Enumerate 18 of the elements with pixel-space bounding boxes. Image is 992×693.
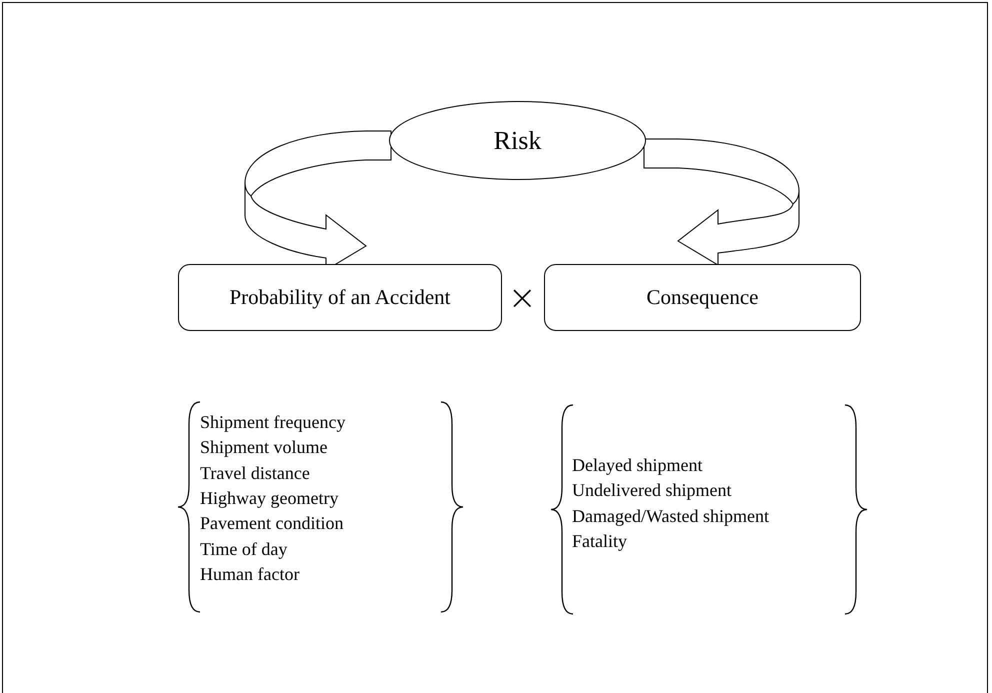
list-item: Time of day [200, 538, 288, 561]
list-item: Human factor [200, 562, 300, 586]
multiplication-sign: × [508, 278, 536, 318]
node-label: Probability of an Accident [229, 285, 451, 310]
list-item: Undelivered shipment [572, 479, 732, 502]
list-item: Fatality [572, 530, 627, 553]
rounded-box [178, 264, 502, 331]
node-label: Consequence [646, 285, 758, 310]
list-item: Highway geometry [200, 486, 338, 510]
list-item: Delayed shipment [572, 454, 702, 477]
ellipse-node [389, 101, 646, 180]
list-item: Travel distance [200, 462, 310, 485]
list-item: Pavement condition [200, 512, 344, 536]
list-item: Damaged/Wasted shipment [572, 504, 769, 528]
node-label: Risk [494, 126, 542, 156]
rounded-box [544, 264, 861, 331]
list-item: Shipment volume [200, 436, 328, 460]
list-item: Shipment frequency [200, 411, 346, 434]
